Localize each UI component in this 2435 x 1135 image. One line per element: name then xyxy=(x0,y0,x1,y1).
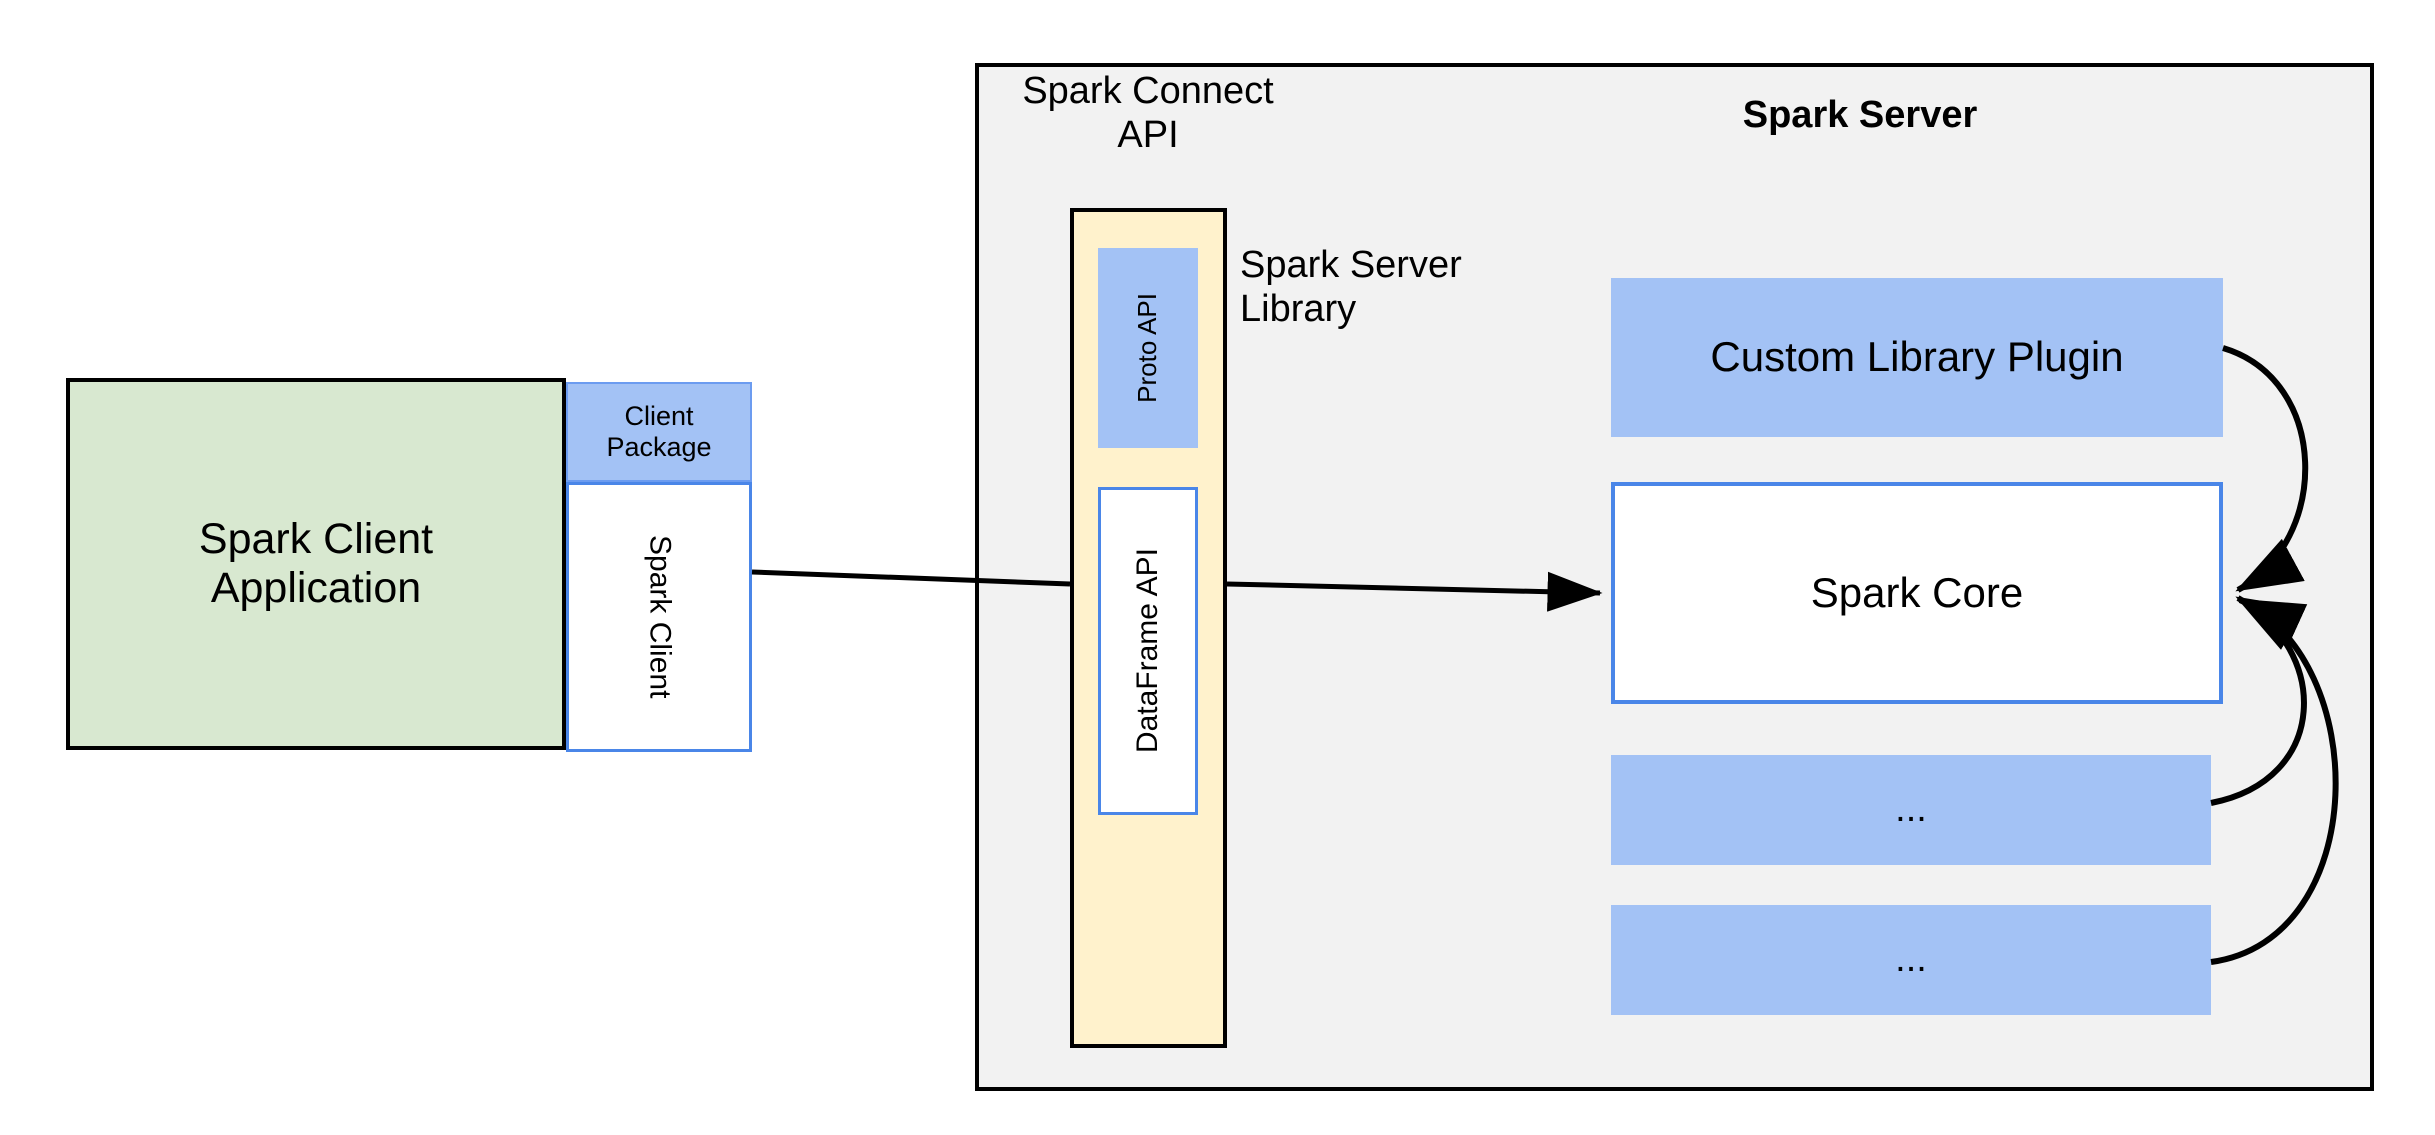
dataframe-api-label: DataFrame API xyxy=(1130,548,1164,754)
spark-client-application-box: Spark Client Application xyxy=(66,378,566,750)
spark-client-box: Spark Client xyxy=(566,482,752,752)
spark-connect-api-label: Spark Connect API xyxy=(1022,70,1274,156)
additional-component-box-2: ... xyxy=(1611,905,2211,1015)
spark-server-library-label: Spark Server Library xyxy=(1240,244,1462,330)
proto-api-box: Proto API xyxy=(1098,248,1198,448)
spark-core-box: Spark Core xyxy=(1611,482,2223,704)
spark-client-label: Spark Client xyxy=(643,535,677,699)
custom-library-plugin-box: Custom Library Plugin xyxy=(1611,278,2223,437)
dataframe-api-box: DataFrame API xyxy=(1098,487,1198,815)
spark-server-title: Spark Server xyxy=(1742,94,1978,137)
client-package-box: Client Package xyxy=(566,382,752,482)
proto-api-label: Proto API xyxy=(1132,293,1163,403)
additional-component-box-1: ... xyxy=(1611,755,2211,865)
